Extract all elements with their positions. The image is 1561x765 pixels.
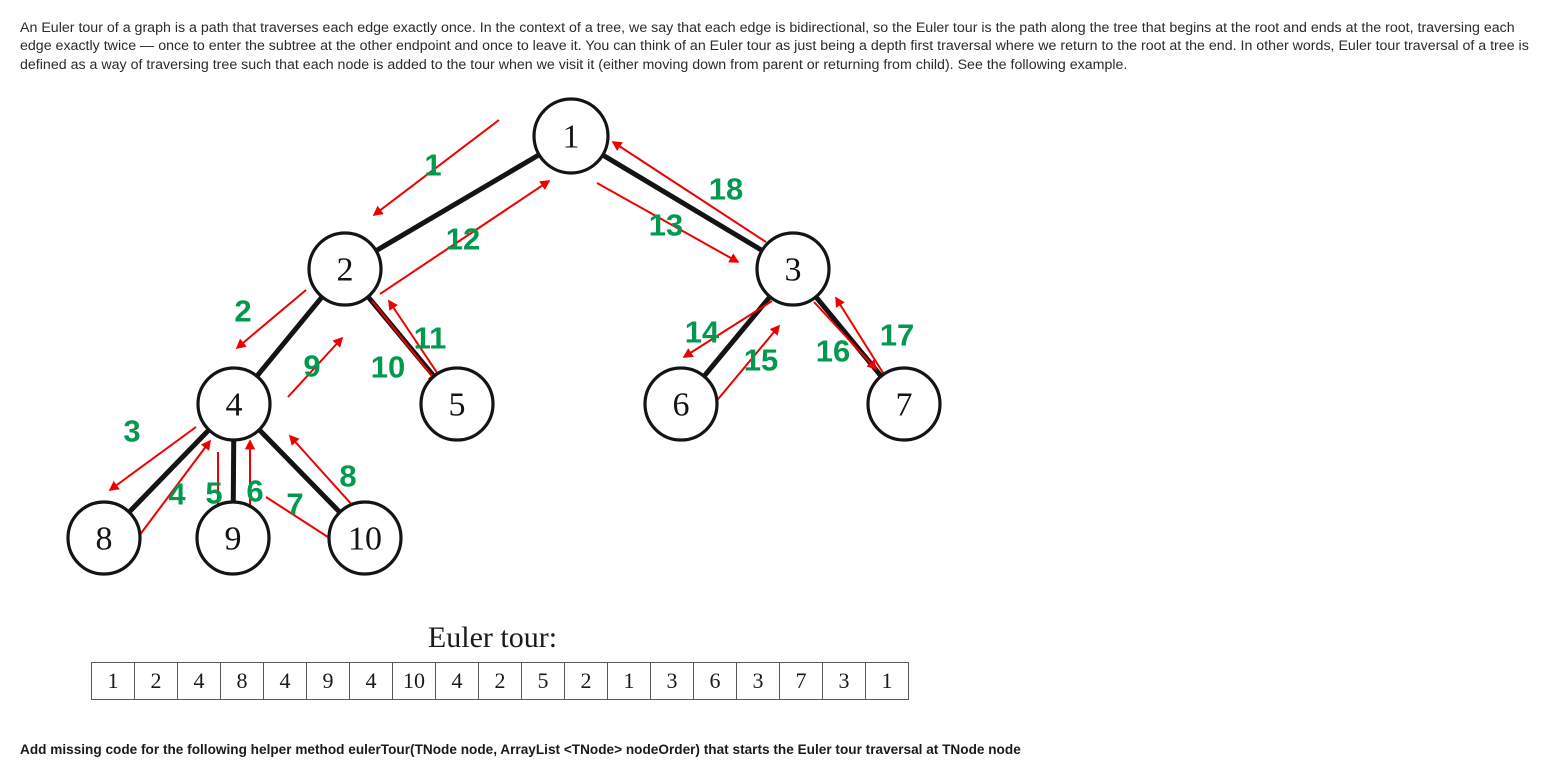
traversal-arrow <box>682 300 773 358</box>
traversal-step-label: 14 <box>685 315 720 350</box>
traversal-step-label: 17 <box>880 318 914 353</box>
tree-node-circle <box>419 366 495 442</box>
euler-tour-cell: 4 <box>349 662 393 700</box>
traversal-arrow <box>108 426 197 491</box>
traversal-step-label: 5 <box>205 476 222 511</box>
traversal-arrow <box>379 180 551 295</box>
euler-tour-cell: 6 <box>693 662 737 700</box>
euler-tour-cell: 4 <box>435 662 479 700</box>
traversal-arrow <box>713 324 781 405</box>
tree-node: 9 <box>195 500 271 576</box>
traversal-step-label: 16 <box>816 334 850 369</box>
tree-node-label: 7 <box>896 387 913 424</box>
traversal-step-label: 7 <box>286 487 303 522</box>
tree-node: 7 <box>866 366 942 442</box>
tree-node-circle <box>307 231 383 307</box>
traversal-step-label: 2 <box>234 294 251 329</box>
tree-edge <box>255 426 344 516</box>
tree-node: 10 <box>327 500 403 576</box>
tree-node-label: 2 <box>337 252 354 289</box>
tree-node-label: 4 <box>226 387 243 424</box>
euler-tour-cell: 2 <box>564 662 608 700</box>
euler-tour-cell: 3 <box>650 662 694 700</box>
euler-tour-cell: 1 <box>607 662 651 700</box>
traversal-step-label: 1 <box>424 148 441 183</box>
tree-node-circle <box>195 500 271 576</box>
tree-node-circle <box>327 500 403 576</box>
tree-node: 6 <box>643 366 719 442</box>
tree-node-label: 9 <box>225 521 242 558</box>
tree-node-label: 3 <box>785 252 802 289</box>
euler-tour-cell: 1 <box>91 662 135 700</box>
traversal-step-label: 13 <box>649 208 683 243</box>
tree-node-circle <box>643 366 719 442</box>
tree-node-label: 10 <box>348 521 382 558</box>
tree-node: 5 <box>419 366 495 442</box>
euler-tour-cell: 4 <box>263 662 307 700</box>
tree-node: 3 <box>755 231 831 307</box>
tree-node-label: 5 <box>449 387 466 424</box>
tree-node: 8 <box>66 500 142 576</box>
euler-tour-cell: 2 <box>478 662 522 700</box>
euler-tour-cell: 9 <box>306 662 350 700</box>
traversal-step-label: 10 <box>371 350 405 385</box>
euler-tour-cell: 8 <box>220 662 264 700</box>
traversal-step-label: 3 <box>123 414 140 449</box>
tree-node: 2 <box>307 231 383 307</box>
traversal-arrow <box>138 439 211 537</box>
traversal-arrow <box>813 301 878 371</box>
euler-tour-cell: 7 <box>779 662 823 700</box>
traversal-arrow <box>372 119 500 216</box>
tree-edge <box>372 151 543 254</box>
euler-tour-cell: 5 <box>521 662 565 700</box>
traversal-step-label: 8 <box>339 459 356 494</box>
traversal-arrow <box>611 141 767 243</box>
tree-node: 4 <box>196 366 272 442</box>
intro-paragraph: An Euler tour of a graph is a path that … <box>20 20 1529 73</box>
tree-node-label: 8 <box>96 521 113 558</box>
tree-node-circle <box>66 500 142 576</box>
traversal-step-label: 4 <box>168 477 186 512</box>
tree-edge-layer <box>125 151 885 516</box>
tree-node-circle <box>866 366 942 442</box>
tree-node-circle <box>196 366 272 442</box>
traversal-step-label: 12 <box>446 222 480 257</box>
traversal-step-label: 11 <box>414 321 447 356</box>
euler-tour-title: Euler tour: <box>427 621 558 654</box>
euler-tour-cell: 3 <box>822 662 866 700</box>
tree-node-label: 1 <box>563 119 580 156</box>
tree-edge <box>253 293 326 380</box>
exercise-prompt: Add missing code for the following helpe… <box>20 742 1021 757</box>
traversal-arrow <box>235 289 307 350</box>
traversal-step-label: 18 <box>709 172 743 207</box>
euler-tour-cell: 3 <box>736 662 780 700</box>
traversal-arrow <box>596 182 740 263</box>
traversal-step-label: 15 <box>744 343 778 378</box>
euler-tour-cell: 4 <box>177 662 221 700</box>
euler-tour-cell: 1 <box>865 662 909 700</box>
traversal-step-label: 9 <box>303 349 320 384</box>
tree-node-circle <box>755 231 831 307</box>
euler-tour-cell: 10 <box>392 662 436 700</box>
tree-node: 1 <box>532 97 610 175</box>
tree-edge <box>599 152 766 254</box>
euler-tour-cell: 2 <box>134 662 178 700</box>
traversal-arrow <box>287 336 344 398</box>
tree-node-circle <box>532 97 610 175</box>
traversal-step-label: 6 <box>246 474 263 509</box>
traversal-arrow <box>371 300 439 384</box>
tree-edge <box>125 426 213 516</box>
traversal-arrow-layer <box>108 119 898 551</box>
tree-node-label: 6 <box>673 387 690 424</box>
